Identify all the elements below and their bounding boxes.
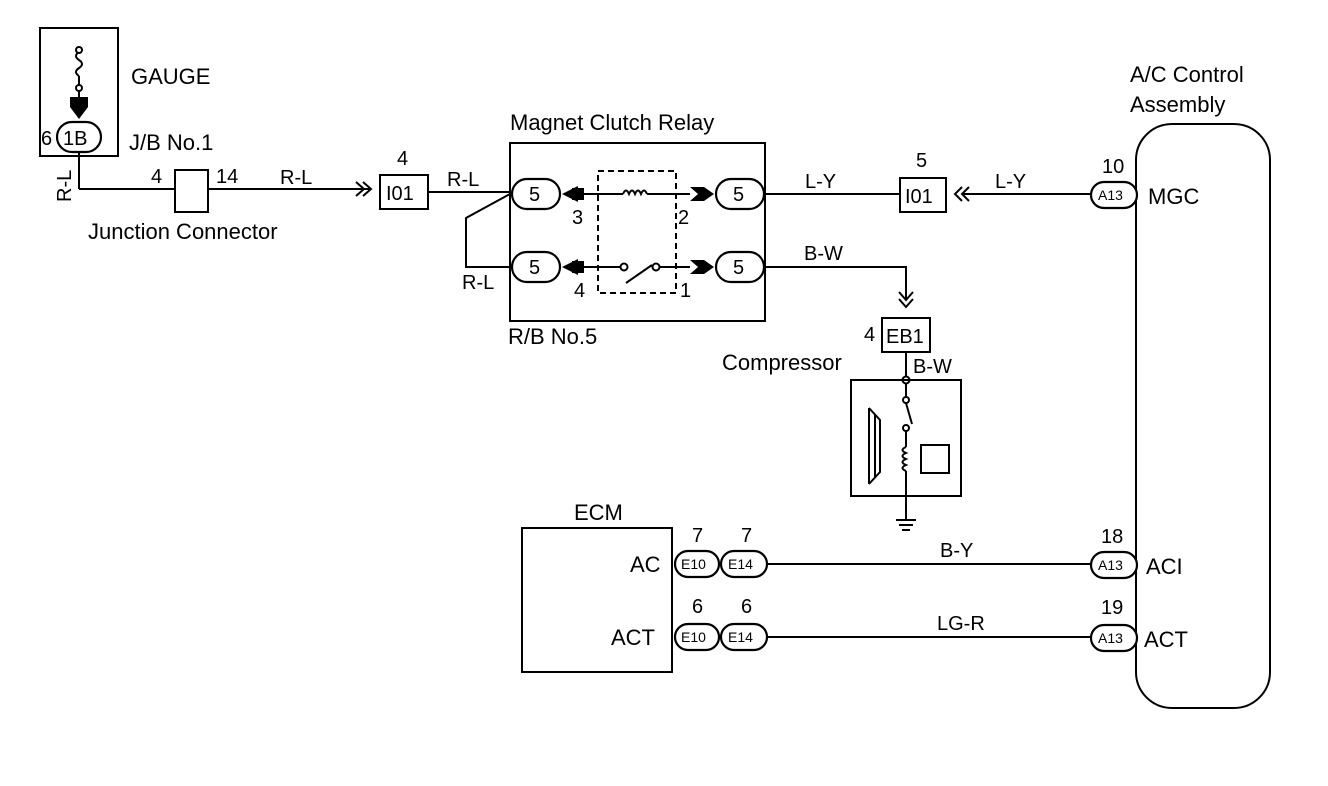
svg-text:E14: E14 — [728, 629, 753, 645]
relay-pin-3-connector: 5 — [510, 177, 584, 211]
wire-rl-branch — [465, 193, 511, 268]
e14-pin-6: 6 — [741, 596, 752, 618]
e14-pin-7: 7 — [741, 525, 752, 547]
relay-pin-2: 2 — [678, 207, 689, 229]
relay-pin-1: 1 — [680, 280, 691, 302]
terminal-aci: ACI — [1146, 554, 1183, 579]
terminal-act: ACT — [1144, 627, 1188, 652]
relay-pin-4-connector: 5 — [510, 250, 584, 284]
svg-text:A13: A13 — [1098, 557, 1123, 573]
connector-i01-a-label: I01 — [386, 183, 414, 205]
a13-pin-18: 18 — [1101, 526, 1123, 548]
ac-control-assembly — [1135, 123, 1271, 709]
wire-ly-2-label: L-Y — [995, 171, 1026, 193]
svg-text:A13: A13 — [1098, 187, 1123, 203]
svg-text:5: 5 — [529, 257, 540, 279]
wire-bw-2-label: B-W — [913, 356, 952, 378]
wire-ly-1-label: L-Y — [805, 171, 836, 193]
a13-connector-aci: A13 — [1089, 550, 1139, 580]
svg-text:E10: E10 — [681, 629, 706, 645]
ecm-terminal-ac: AC — [630, 552, 661, 577]
connector-i01-b — [899, 177, 947, 213]
svg-text:5: 5 — [733, 184, 744, 206]
ecm-box — [521, 527, 673, 673]
jb-1b-label: 1B — [63, 128, 87, 150]
wire-by-label: B-Y — [940, 540, 973, 562]
i01-b-pin-5: 5 — [916, 150, 927, 172]
compressor-label: Compressor — [722, 350, 842, 375]
a13-connector-mgc: A13 — [1089, 180, 1139, 210]
e10-pin-6: 6 — [692, 596, 703, 618]
a13-pin-10: 10 — [1102, 156, 1124, 178]
relay-pin-3: 3 — [572, 207, 583, 229]
svg-text:5: 5 — [733, 257, 744, 279]
e14-connector-ac: E14 — [719, 549, 769, 579]
e10-pin-7: 7 — [692, 525, 703, 547]
jb-1b-connector: 1B — [55, 120, 103, 154]
e14-connector-act: E14 — [719, 622, 769, 652]
relay-switch — [625, 264, 653, 284]
relay-coil — [622, 189, 648, 197]
relay-box — [509, 142, 766, 322]
ac-control-label-1: A/C Control — [1130, 62, 1244, 87]
wire-lgr-label: LG-R — [937, 613, 985, 635]
compressor-box — [850, 379, 962, 497]
connector-i01-b-label: I01 — [905, 186, 933, 208]
a13-connector-act: A13 — [1089, 623, 1139, 653]
ac-control-label-2: Assembly — [1130, 92, 1225, 117]
relay-pin-4: 4 — [574, 280, 585, 302]
wire-rl-3-label: R-L — [462, 272, 494, 294]
wire-rl-vertical-label: R-L — [54, 170, 76, 202]
ground-icon — [896, 496, 916, 531]
wire-rl-1-label: R-L — [280, 167, 312, 189]
wire-rl-2-label: R-L — [447, 169, 479, 191]
ecm-terminal-act: ACT — [611, 625, 655, 650]
jb-label: J/B No.1 — [129, 130, 213, 155]
compressor-coil — [901, 446, 909, 472]
connector-eb1-label: EB1 — [886, 326, 924, 348]
wire-bw-1 — [764, 266, 907, 300]
junction-connector — [174, 169, 209, 213]
eb1-pin-4: 4 — [864, 324, 875, 346]
junction-connector-label: Junction Connector — [88, 219, 278, 244]
jb-pin-6: 6 — [41, 128, 52, 150]
jc-pin-14: 14 — [216, 166, 238, 188]
svg-text:E10: E10 — [681, 556, 706, 572]
svg-text:A13: A13 — [1098, 630, 1123, 646]
svg-text:5: 5 — [529, 184, 540, 206]
gauge-label: GAUGE — [131, 64, 210, 89]
rb-label: R/B No.5 — [508, 324, 597, 349]
e10-connector-ac: E10 — [673, 549, 721, 579]
wire-bw-1-label: B-W — [804, 243, 843, 265]
e10-connector-act: E10 — [673, 622, 721, 652]
i01-a-pin-4: 4 — [397, 148, 408, 170]
a13-pin-19: 19 — [1101, 597, 1123, 619]
relay-pin-2-connector: 5 — [690, 177, 766, 211]
svg-text:E14: E14 — [728, 556, 753, 572]
terminal-mgc: MGC — [1148, 184, 1199, 209]
relay-label: Magnet Clutch Relay — [510, 110, 714, 135]
relay-pin-1-connector: 5 — [690, 250, 766, 284]
jc-pin-4: 4 — [151, 166, 162, 188]
ecm-label: ECM — [574, 500, 623, 525]
